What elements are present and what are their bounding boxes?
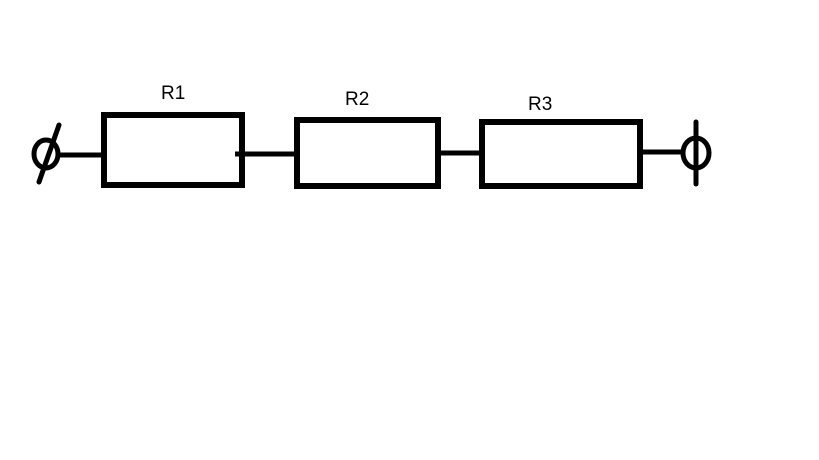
- resistor-r2-body: [294, 117, 441, 189]
- resistor-r3: R3: [479, 94, 643, 189]
- left-terminal: [31, 122, 62, 185]
- resistor-r1-body: [101, 112, 245, 188]
- right-terminal: [680, 119, 712, 187]
- resistor-r2-label: R2: [345, 89, 369, 110]
- resistor-r1-label: R1: [161, 83, 185, 104]
- resistor-r2: R2: [294, 89, 441, 189]
- resistor-r3-body: [479, 119, 643, 189]
- resistor-r1: R1: [101, 83, 245, 188]
- left-terminal-slash-icon: [36, 122, 62, 185]
- resistor-r3-label: R3: [528, 94, 552, 115]
